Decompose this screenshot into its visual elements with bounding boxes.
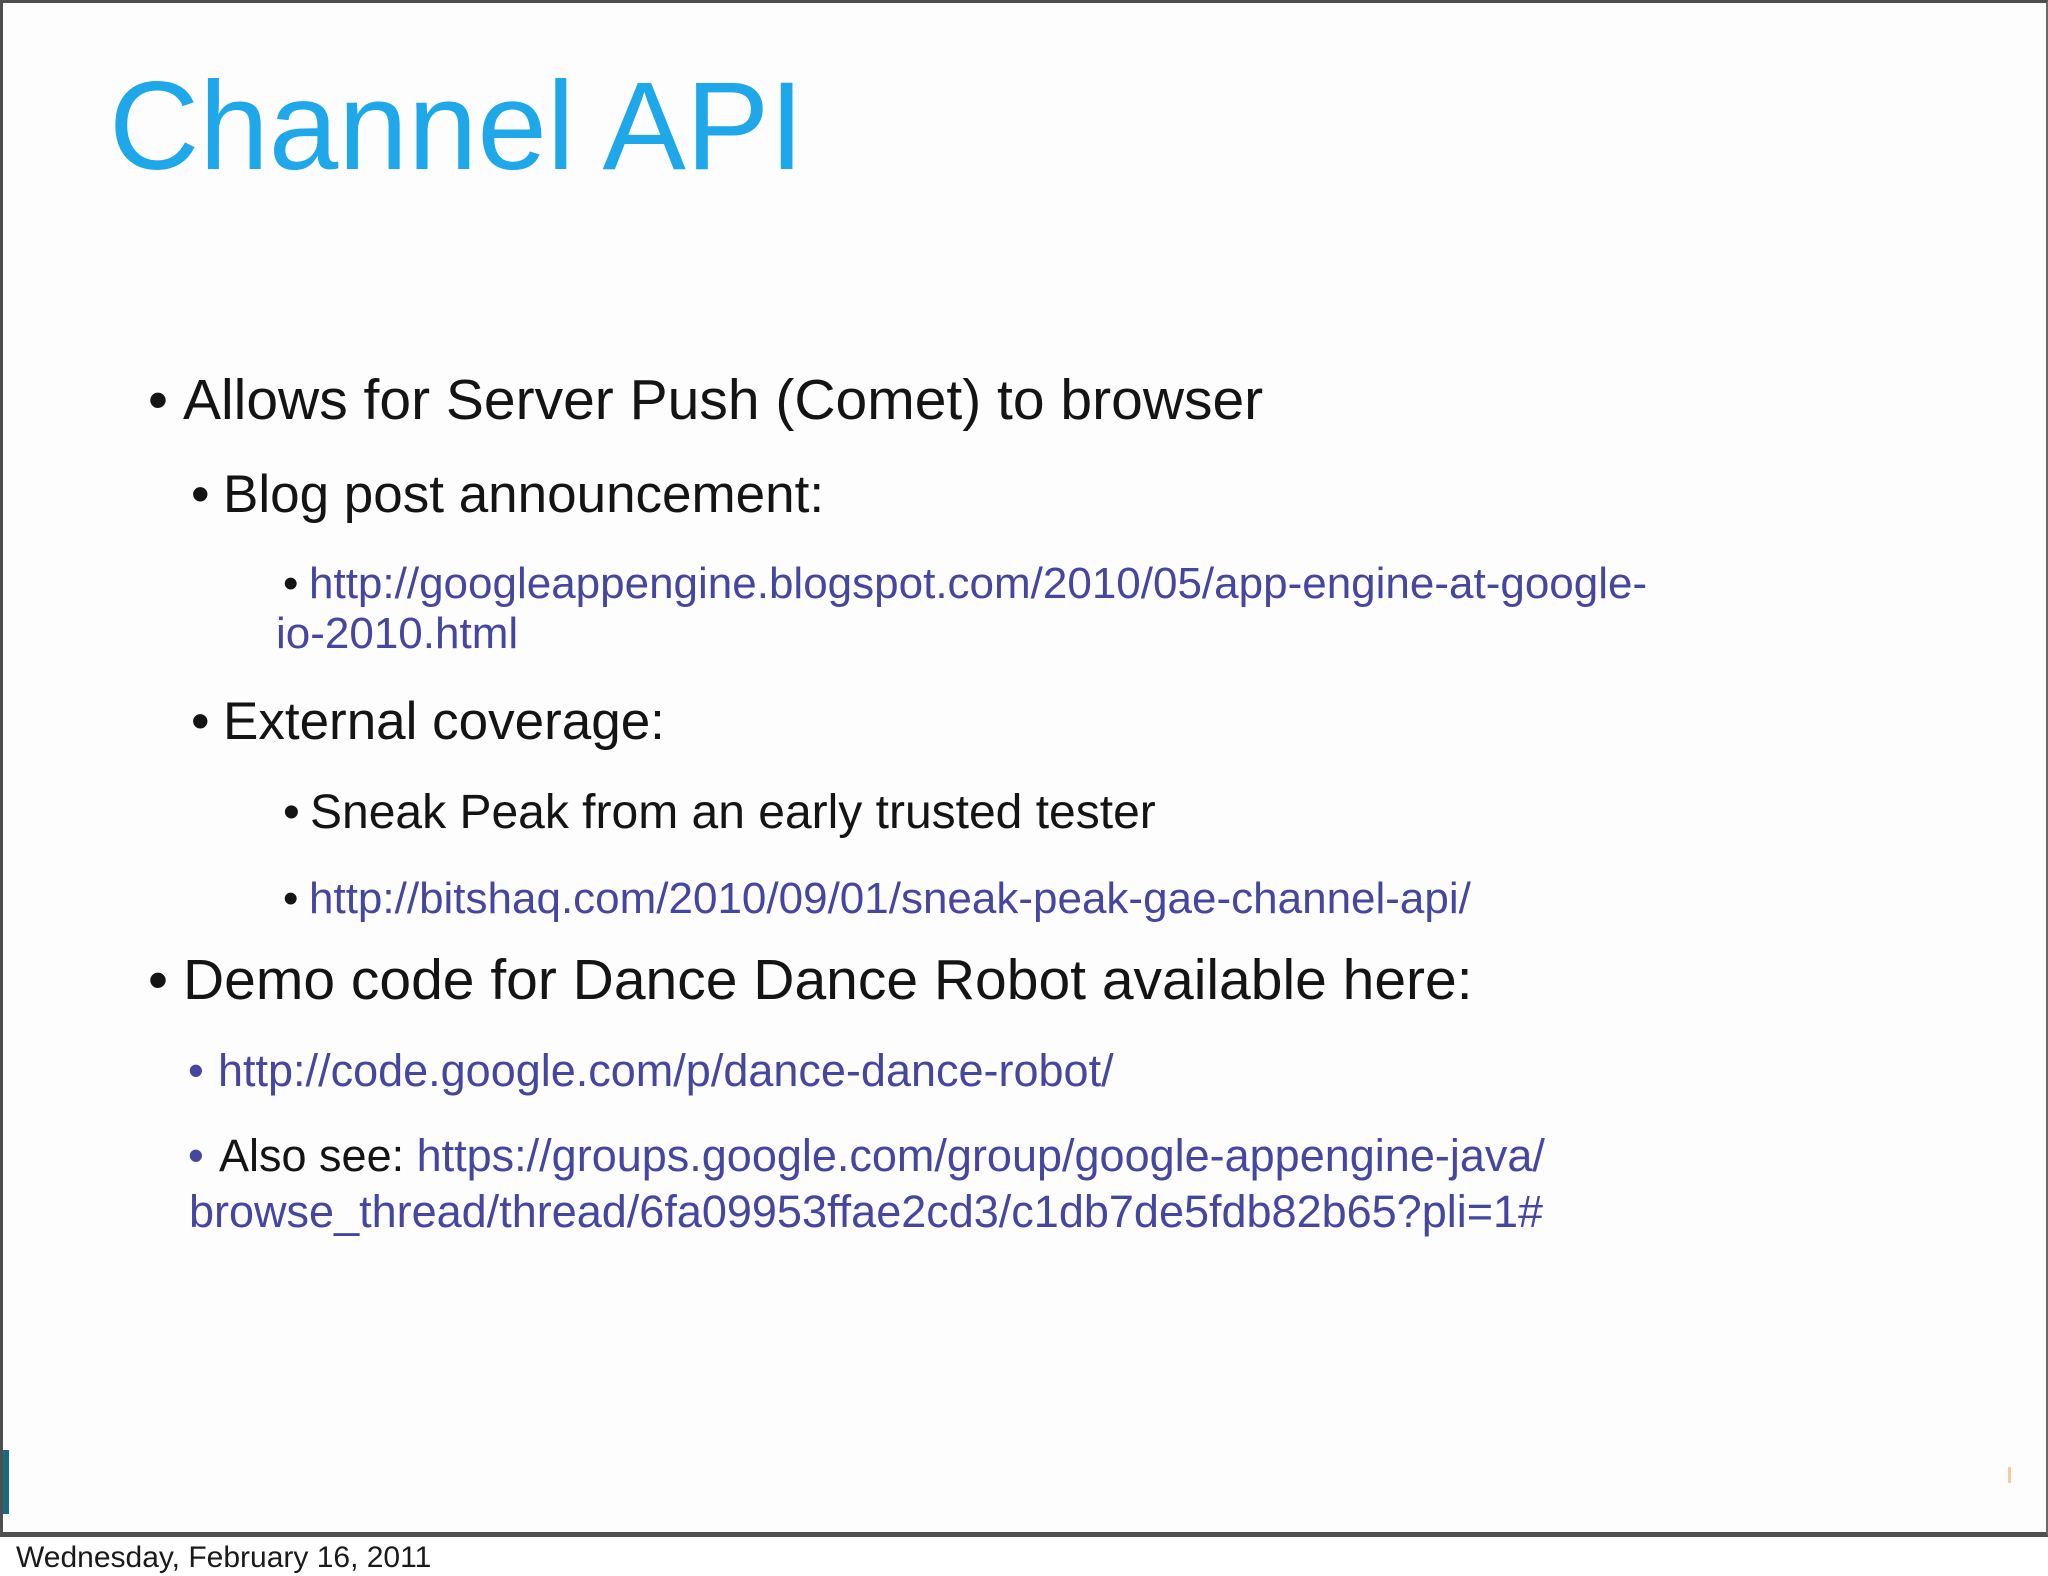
bullet-label-external: External coverage: (223, 692, 665, 751)
bullet-item-also-see: • Also see: https://groups.google.com/gro… (188, 1130, 1545, 1181)
bullet-icon: • (191, 465, 210, 524)
bullet-item-also-see-wrap: browse_thread/thread/6fa09953ffae2cd3/c1… (189, 1188, 1543, 1235)
slide-title: Channel API (109, 57, 804, 196)
bullet-icon: • (188, 1130, 204, 1181)
teal-accent-bar (3, 1450, 9, 1514)
bullet-icon: • (283, 786, 300, 839)
footer-date: Wednesday, February 16, 2011 (16, 1541, 432, 1574)
link-groups-line1[interactable]: https://groups.google.com/group/google-a… (416, 1130, 1545, 1181)
slide-canvas: Channel API •Allows for Server Push (Com… (0, 0, 2048, 1537)
bullet-label-blog-post: Blog post announcement: (223, 465, 825, 524)
bullet-icon: • (283, 559, 299, 608)
bullet-icon: • (188, 1045, 204, 1096)
bullet-item-blog-link: •http://googleappengine.blogspot.com/201… (283, 559, 1648, 608)
bullet-icon: • (191, 692, 210, 751)
also-see-label: Also see: (219, 1130, 417, 1181)
link-blogspot-line1[interactable]: http://googleappengine.blogspot.com/2010… (309, 559, 1648, 608)
bullet-icon: • (283, 874, 299, 923)
bullet-icon: • (148, 368, 168, 432)
bullet-item-sneak: •Sneak Peak from an early trusted tester (283, 786, 1156, 839)
bullet-icon: • (148, 948, 168, 1012)
bullet-item-blog-link-wrap: io-2010.html (276, 609, 519, 658)
bullet-label-allows: Allows for Server Push (Comet) to browse… (183, 368, 1264, 432)
bullet-item-demo-link: • http://code.google.com/p/dance-dance-ro… (188, 1045, 1114, 1096)
link-groups-line2[interactable]: browse_thread/thread/6fa09953ffae2cd3/c1… (189, 1186, 1544, 1237)
bullet-item-bitshaq: •http://bitshaq.com/2010/09/01/sneak-pea… (283, 874, 1471, 923)
bullet-item-blog-post: •Blog post announcement: (191, 467, 824, 523)
bullet-item-allows: •Allows for Server Push (Comet) to brows… (148, 368, 1264, 432)
bullet-label-sneak: Sneak Peak from an early trusted tester (310, 786, 1156, 839)
link-dance-dance-robot[interactable]: http://code.google.com/p/dance-dance-rob… (218, 1045, 1114, 1096)
link-blogspot-line2[interactable]: io-2010.html (276, 609, 519, 658)
bullet-item-demo: •Demo code for Dance Dance Robot availab… (148, 948, 1473, 1012)
bullet-item-external: •External coverage: (191, 694, 665, 750)
orange-artifact-line (2008, 1467, 2011, 1483)
link-bitshaq[interactable]: http://bitshaq.com/2010/09/01/sneak-peak… (309, 874, 1471, 923)
bullet-label-demo: Demo code for Dance Dance Robot availabl… (183, 948, 1473, 1012)
